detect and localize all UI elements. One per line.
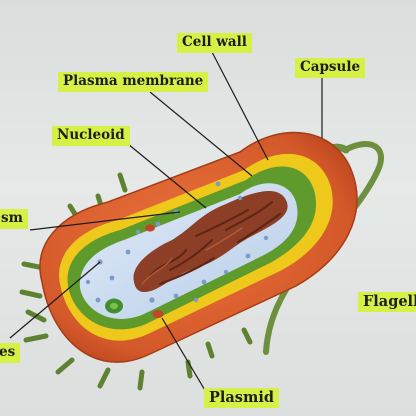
plasmid-red (152, 310, 164, 318)
ribosome (125, 249, 131, 255)
leader-cytoplasm (29, 211, 181, 231)
ribosome (201, 279, 207, 285)
pilus (55, 357, 75, 375)
ribosome (149, 297, 155, 303)
nucleoid (133, 191, 288, 292)
plasmids (105, 224, 164, 318)
label-nucleoid: Nucleoid (52, 126, 130, 146)
label-capsule: Capsule (295, 58, 366, 78)
plasmid-green-core (110, 302, 118, 310)
label-cell-wall: Cell wall (177, 33, 252, 53)
pilus (137, 369, 145, 391)
pilus (241, 327, 253, 345)
pilus (97, 367, 111, 389)
pilus (23, 333, 49, 343)
label-plasma-membrane: Plasma membrane (58, 72, 209, 92)
leader-nucleoid (127, 143, 207, 209)
pilus (185, 359, 193, 379)
ribosome (155, 221, 161, 227)
ribosome (85, 279, 91, 285)
label-ribosomes: es (0, 343, 21, 363)
ribosome (95, 297, 101, 303)
ribosome (223, 269, 229, 275)
label-flagellum: Flagell (358, 292, 416, 312)
leader-lines (9, 51, 323, 393)
ribosome (193, 297, 199, 303)
leader-ribosomes (9, 261, 101, 339)
label-plasmid: Plasmid (204, 388, 279, 408)
ribosome (173, 293, 179, 299)
leader-cell-wall (211, 51, 269, 161)
ribosome (135, 229, 141, 235)
ribosome (215, 181, 221, 187)
ribosome (263, 235, 269, 241)
label-cytoplasm: sm (0, 209, 28, 229)
pilus (19, 289, 43, 299)
leader-plasmid (161, 317, 207, 393)
pilus (117, 172, 128, 193)
ribosome (109, 275, 115, 281)
leader-plasma-membrane (149, 91, 253, 177)
plasmid-red-small (145, 224, 155, 232)
ribosome (245, 253, 251, 259)
ribosome (237, 195, 243, 201)
pilus (205, 341, 215, 359)
